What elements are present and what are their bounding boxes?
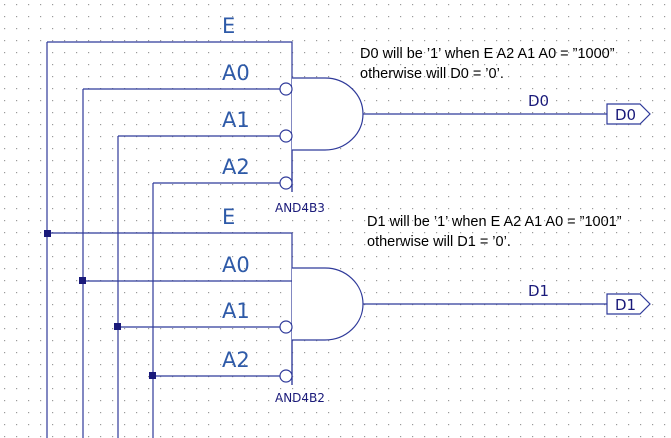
signal-label-A2: A2 <box>222 155 250 179</box>
inversion-bubble-A2 <box>279 369 293 383</box>
note-line2: otherwise will D0 = ’0’. <box>360 66 504 82</box>
signal-label-A0: A0 <box>222 253 250 277</box>
signal-label-E: E <box>222 205 235 229</box>
net-label-D1: D1 <box>528 282 549 300</box>
signal-label-A0: A0 <box>222 61 250 85</box>
junction-dot-E <box>44 230 51 237</box>
note-line1: D1 will be ’1’ when E A2 A1 A0 = ”1001” <box>367 214 622 230</box>
junction-dot-A1 <box>114 323 121 330</box>
signal-label-A1: A1 <box>222 108 250 132</box>
port-label-D1: D1 <box>615 296 636 314</box>
inversion-bubble-A2 <box>279 176 293 190</box>
wire-E-gate2 <box>47 232 293 268</box>
wire-E-gate1 <box>47 41 293 78</box>
gate-and4b2: E A0 A1 A2 AND4B2 D1 D1 D1 will be ’1’ w… <box>44 205 651 405</box>
signal-label-A1: A1 <box>222 299 250 323</box>
gate-name: AND4B2 <box>275 391 325 405</box>
junction-dot-A0 <box>79 277 86 284</box>
inversion-bubble-A1 <box>279 320 293 334</box>
net-label-D0: D0 <box>528 92 549 110</box>
inversion-bubble-A0 <box>279 82 293 96</box>
output-port-D0 <box>606 103 651 125</box>
gate-and4b3: E A0 A1 A2 AND4B3 D0 D0 D0 will be ’1’ w… <box>47 14 651 215</box>
note-line1: D0 will be ’1’ when E A2 A1 A0 = ”1000” <box>360 46 615 62</box>
signal-label-E: E <box>222 14 235 38</box>
junction-dot-A2 <box>149 372 156 379</box>
gate-name: AND4B3 <box>275 201 325 215</box>
port-label-D0: D0 <box>615 106 636 124</box>
output-port-D1 <box>606 293 651 315</box>
and-gate-body <box>292 77 364 151</box>
note-line2: otherwise will D1 = ’0’. <box>367 234 511 250</box>
and-gate-body <box>292 267 364 341</box>
inversion-bubble-A1 <box>279 129 293 143</box>
signal-label-A2: A2 <box>222 348 250 372</box>
